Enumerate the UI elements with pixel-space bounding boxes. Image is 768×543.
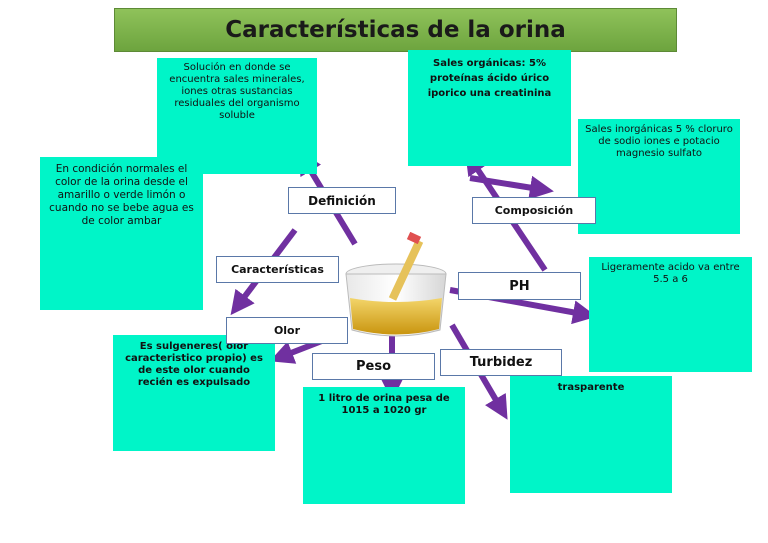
label-composicion: Composición [472, 197, 596, 224]
note-olor: Es sulgeneres( olor caracteristico propi… [113, 335, 275, 451]
label-olor: Olor [226, 317, 348, 344]
note-ph: Ligeramente acido va entre 5.5 a 6 [589, 257, 752, 372]
note-turbidez: trasparente [510, 376, 672, 493]
label-turbidez: Turbidez [440, 349, 562, 376]
page-title: Características de la orina [225, 17, 566, 43]
urine-cup-image [345, 232, 447, 337]
note-sales-organicas: Sales orgánicas: 5% proteínas ácido úric… [408, 50, 571, 166]
note-sales-inorganicas: Sales inorgánicas 5 % cloruro de sodio i… [578, 119, 740, 234]
label-peso: Peso [312, 353, 435, 380]
title-banner: Características de la orina [114, 8, 677, 52]
note-caracteristicas: En condición normales el color de la ori… [40, 157, 203, 310]
label-ph: PH [458, 272, 581, 300]
note-definicion: Solución en donde se encuentra sales min… [157, 58, 317, 174]
arrow-to-composicion [469, 175, 554, 200]
label-caracteristicas: Características [216, 256, 339, 283]
label-definicion: Definición [288, 187, 396, 214]
note-peso: 1 litro de orina pesa de 1015 a 1020 gr [303, 387, 465, 504]
